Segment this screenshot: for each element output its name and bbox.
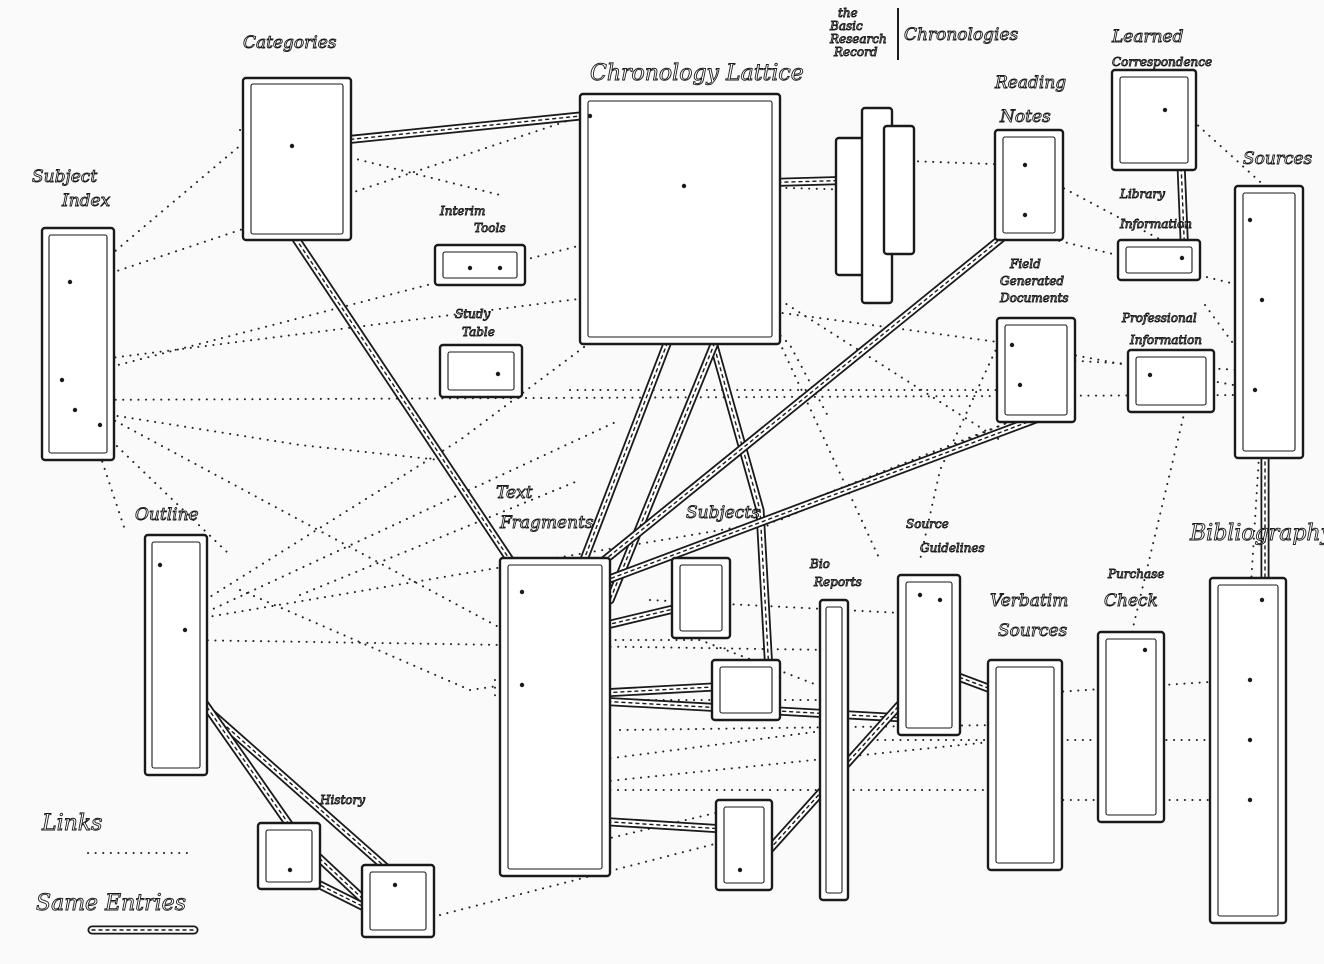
outline-box <box>143 533 209 777</box>
subjects-label: Subjects <box>686 503 760 523</box>
legend-same-entries-label: Same Entries <box>36 891 186 916</box>
interim-tools-label-1: Interim <box>439 204 485 218</box>
chronology-lattice-label: Chronology Lattice <box>590 61 804 86</box>
same-entry-chain <box>275 210 515 565</box>
basic-research-record-label-2: Basic <box>829 19 863 33</box>
basic-research-record-box <box>834 106 916 305</box>
reading-notes-label-1: Reading <box>994 73 1066 93</box>
reading-notes-label-2: Notes <box>999 107 1051 127</box>
field-generated-documents-box <box>995 316 1077 424</box>
node-anchor-dots <box>59 107 1265 888</box>
professional-information-box <box>1126 348 1216 414</box>
subject-index-label-2: Index <box>61 191 111 211</box>
reading-notes-box <box>993 128 1065 242</box>
text-fragments-subbox <box>714 798 774 892</box>
biographies-label-2: Reports <box>813 575 862 589</box>
purchase-check-label-1: Purchase <box>1107 567 1164 581</box>
field-generated-documents-label-2: Generated <box>1000 274 1064 288</box>
professional-information-label-1: Professional <box>1121 311 1197 325</box>
chronology-lattice-box <box>578 92 782 346</box>
bibliography-label: Bibliography <box>1189 521 1324 546</box>
chronologies-label: Chronologies <box>904 25 1019 45</box>
sources-box <box>1233 184 1305 460</box>
biographies-box <box>818 598 850 902</box>
history-box-right <box>360 863 436 939</box>
subjects-box <box>670 556 732 640</box>
node-boxes <box>40 68 1305 939</box>
biographies-label-1: Bio <box>809 557 830 571</box>
source-guidelines-label-2: Guidelines <box>920 541 985 555</box>
professional-information-label-2: Information <box>1129 333 1202 347</box>
same-entry-chain <box>575 405 1065 595</box>
library-information-box <box>1116 238 1202 282</box>
same-entry-chain <box>605 325 725 605</box>
text-fragments-label-2: Fragments <box>499 513 594 533</box>
purchase-check-box <box>1096 630 1166 824</box>
interim-tools-label-2: Tools <box>474 221 506 235</box>
purchase-check-label-2: Check <box>1104 591 1158 611</box>
basic-research-record-label-3: Research <box>829 32 887 46</box>
library-information-label-1: Library <box>1119 187 1165 201</box>
basic-research-record-label-4: Record <box>833 45 878 59</box>
field-generated-documents-label-3: Documents <box>999 291 1068 305</box>
same-entry-chain <box>575 305 685 575</box>
same-entry-chain <box>575 210 1035 585</box>
source-guidelines-box <box>896 573 962 737</box>
legend-links-label: Links <box>41 811 102 836</box>
legend: Links Same Entries <box>36 811 199 935</box>
bibliography-box <box>1208 576 1288 925</box>
text-fragments-box <box>498 556 612 878</box>
learned-correspondence-label-1: Learned <box>1111 27 1184 47</box>
source-guidelines-label-1: Source <box>906 517 949 531</box>
categories-box <box>241 76 353 242</box>
subject-index-label-1: Subject <box>32 167 97 187</box>
history-box-left <box>256 821 322 891</box>
categories-label: Categories <box>243 33 337 53</box>
subjects-subbox <box>710 658 782 722</box>
text-fragments-label-1: Text <box>496 483 533 503</box>
sources-label: Sources <box>1243 149 1313 169</box>
field-generated-documents-label-1: Field <box>1009 257 1041 271</box>
node-labels: Categories Chronology Lattice the Basic … <box>32 6 1324 808</box>
interim-tools-box <box>433 243 527 287</box>
study-table-label-2: Table <box>462 325 495 339</box>
library-information-label-2: Information <box>1119 217 1192 231</box>
outline-label: Outline <box>135 505 199 525</box>
learned-correspondence-box <box>1110 68 1198 172</box>
study-table-label-1: Study <box>455 307 490 321</box>
subject-index-box <box>40 226 116 462</box>
history-label: History <box>319 793 365 807</box>
basic-research-record-label-1: the <box>838 6 858 20</box>
verbatim-sources-label-2: Sources <box>998 621 1068 641</box>
verbatim-sources-label-1: Verbatim <box>990 591 1068 611</box>
verbatim-sources-box <box>986 658 1064 872</box>
learned-correspondence-label-2: Correspondence <box>1112 55 1212 69</box>
study-table-box <box>438 343 524 399</box>
